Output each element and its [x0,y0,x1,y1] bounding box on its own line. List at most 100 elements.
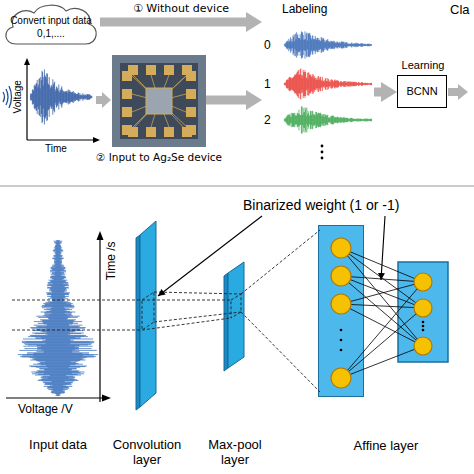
signal-axes [26,62,27,140]
projection-lines [142,292,154,330]
node-text: 0,1,.... [6,28,96,40]
node-text: BCNN [398,85,446,98]
projection-lines [154,292,241,294]
chip-pad [182,65,192,75]
flow-arrow [206,96,246,105]
projection-lines [12,300,142,301]
convolution-layer: Convolution layer [134,218,160,413]
weight-line [341,346,423,378]
neuron-circle [331,238,351,258]
node-text: 1 [264,78,276,92]
cut-off-text: Cla [450,3,474,18]
panel-label: Input data [8,438,108,453]
input-axes [6,397,104,398]
node-heading: Affine layer [326,439,446,454]
leader-lines [158,216,385,296]
annotation: Binarized weight (1 or -1) [243,197,453,213]
device-chip-shape [112,55,206,147]
layer-side [136,235,140,410]
leader-lines [158,216,262,296]
signal-waveform [30,69,92,124]
chip-core [146,88,172,114]
projection-lines [241,312,320,392]
projection-lines [154,312,241,322]
axis-label: Time /s [105,233,119,289]
axis-label: Time [45,143,85,155]
signal-axes [24,58,100,143]
chip-substrate [120,63,198,139]
process-box: LearningBCNN [397,75,447,108]
continuation-dots [321,151,324,154]
maxpool-layer-shape [222,260,248,375]
chip-pad [186,107,196,117]
input-axes [6,231,111,402]
projection-lines [241,230,320,294]
projection-lines [231,294,241,318]
ellipsis-dot [422,321,425,324]
axis-label: Voltage [12,75,24,119]
chip-pad [122,71,132,81]
chip-pad [146,127,156,137]
neuron-circle [331,294,351,314]
signal-axes [27,139,96,140]
weight-line [341,308,423,378]
ellipsis-dot [340,329,343,332]
convolution-layer-shape [134,218,160,413]
projection-lines [142,300,231,301]
label-waveform [284,106,372,133]
flow-arrow [448,84,468,100]
flow-arrow [448,88,458,96]
edge-label: ① Without device [101,3,261,16]
neuron-circle [414,337,432,355]
weight-line [341,304,423,346]
label-waveform [284,31,372,58]
panel-border [0,185,474,186]
input-axes [97,231,104,240]
chip-pad [164,65,174,75]
node-heading: Labeling [282,3,362,17]
flow-arrow [458,84,468,100]
layer-side [224,273,228,371]
flow-arrow [102,92,111,108]
input-axes [102,395,111,402]
projection-lines [12,230,320,392]
weight-line [341,282,423,304]
chip-pad [146,65,156,75]
node-text: 0 [264,39,276,53]
chip-pad [186,89,196,99]
neuron-circle [414,273,432,291]
radio-symbol [3,92,5,102]
projection-lines [142,318,231,330]
chip-pad [122,89,132,99]
input-cloud: Convert input data0,1,.... [2,2,100,46]
projection-lines [12,330,142,331]
node-heading: Convert input data [6,15,96,27]
neuron-circle [331,368,351,388]
ellipsis-dot [422,325,425,328]
maxpool-layer: Max-pool layer [222,260,248,375]
continuation-dots [321,145,324,148]
flow-arrow [374,88,381,97]
full-connections [331,238,432,388]
radio-symbol [3,86,12,108]
chip-pad [122,125,132,135]
neuron-circle [331,266,351,286]
label-waveform [284,68,372,99]
signal-axes [93,137,100,143]
chip-body [112,55,206,147]
axis-label: Voltage /V [18,403,98,417]
weight-line [341,276,423,346]
leader-lines [381,216,385,280]
ellipsis-dot [422,329,425,332]
input-axes [99,238,100,402]
radio-symbol [6,89,8,105]
device-chip: ② Input to Ag₂Se device [112,55,206,147]
chip-pad [186,125,196,135]
neuron-circle [414,299,432,317]
weight-line [341,304,423,308]
flow-arrow [96,92,111,108]
ellipsis-dot [340,339,343,342]
layer-face [140,221,156,407]
